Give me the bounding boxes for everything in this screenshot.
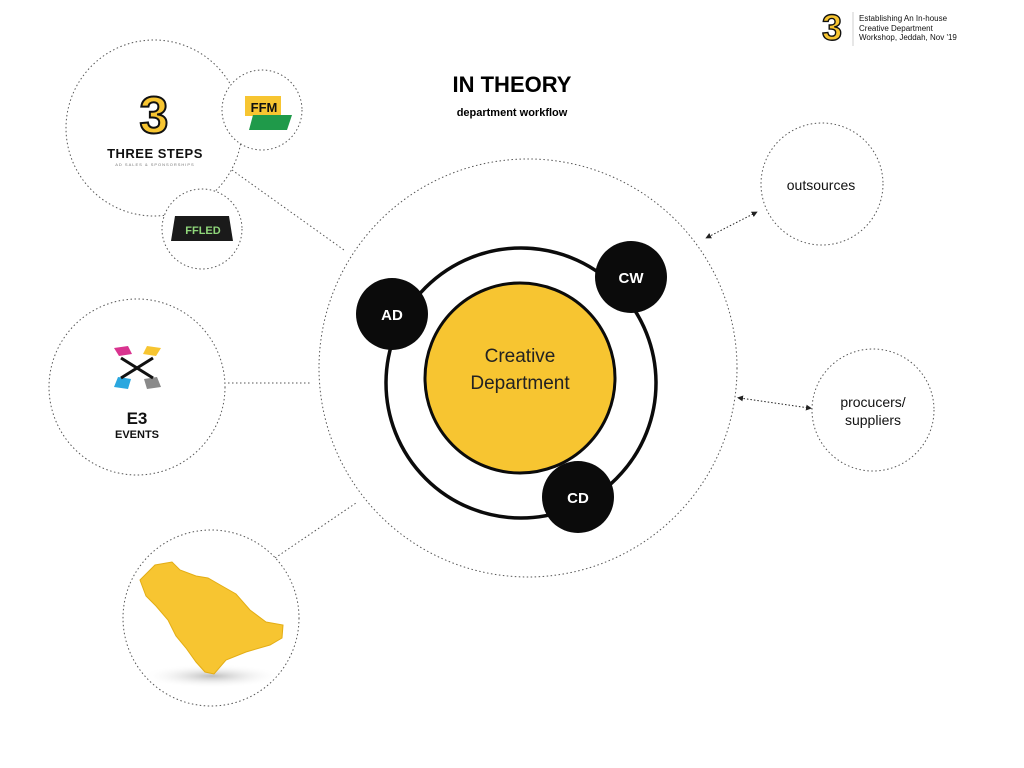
ffled-logo-text: FFLED: [185, 225, 220, 237]
role-label-ad: AD: [381, 307, 403, 324]
arrow-outsources: [705, 211, 758, 239]
role-node-cd: CD: [542, 461, 614, 533]
connector-three-steps: [231, 169, 345, 251]
center-label-line-2: Department: [470, 373, 570, 394]
ffled-logo-plate: [171, 216, 233, 241]
role-circle-ad: [356, 278, 428, 350]
header-caption: Establishing An In-house Creative Depart…: [859, 14, 957, 43]
header-line-1: Establishing An In-house: [859, 14, 948, 23]
three-steps-name: THREE STEPS: [107, 146, 203, 161]
role-circle-cd: [542, 461, 614, 533]
header-line-3: Workshop, Jeddah, Nov '19: [859, 33, 957, 42]
role-label-cw: CW: [619, 270, 645, 287]
saudi-map-icon: [139, 561, 284, 675]
header-line-2: Creative Department: [859, 23, 933, 33]
department-boundary: [318, 158, 738, 578]
orbit-ring: [384, 246, 658, 520]
connector-map: [274, 502, 357, 559]
e3-name: E3: [127, 409, 148, 428]
arrow-producers: [737, 395, 812, 411]
e3-logo-shape-4: [144, 377, 161, 389]
role-node-cw: CW: [595, 241, 667, 313]
header-logo-icon: 3: [822, 7, 842, 48]
three-steps-logo-icon: 3: [140, 87, 169, 145]
outsources-label: outsources: [787, 177, 855, 193]
ffled-logo-icon: FFLED: [171, 216, 233, 241]
e3-logo-shape-2: [143, 346, 161, 356]
role-circle-cw: [595, 241, 667, 313]
page-title: IN THEORY: [453, 72, 572, 97]
e3-logo-shape-3: [114, 377, 131, 389]
producers-label-line-2: suppliers: [845, 412, 901, 428]
e3-logo-shape-1: [114, 346, 132, 356]
map-shadow: [142, 664, 282, 688]
center-label-line-1: Creative: [485, 346, 556, 367]
producers-circle: [811, 348, 935, 472]
e3-circle: [48, 298, 226, 476]
e3-logo-x-2: [134, 356, 154, 380]
ffm-logo-icon: FFM: [245, 96, 292, 130]
three-steps-tagline: AD SALES & SPONSORSHIPS: [115, 162, 194, 167]
creative-department-node: [423, 281, 617, 475]
ffm-logo-text: FFM: [251, 100, 278, 115]
producers-label-line-1: procucers/: [840, 394, 905, 410]
page-subtitle: department workflow: [457, 107, 568, 119]
role-label-cd: CD: [567, 490, 589, 507]
outsources-circle: [760, 122, 884, 246]
ffm-logo-green: [249, 115, 292, 130]
e3-sub: EVENTS: [115, 429, 159, 441]
ffm-logo-yellow: [245, 96, 281, 116]
e3-logo-icon: [114, 346, 161, 389]
role-node-ad: AD: [356, 278, 428, 350]
